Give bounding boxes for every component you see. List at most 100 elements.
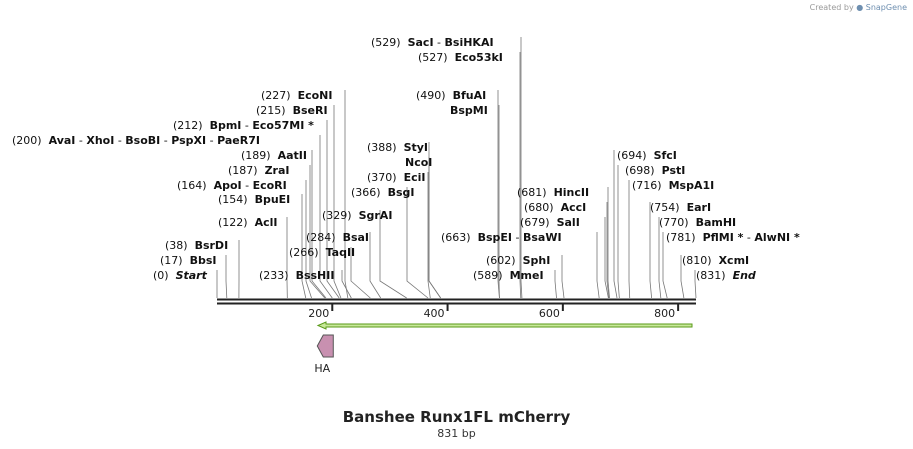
site-label-bbsi[interactable]: (17) BbsI — [160, 254, 216, 267]
site-label-bpmi-eco57mi[interactable]: (212) BpmI - Eco57MI * — [173, 119, 314, 132]
site-label-bseri[interactable]: (215) BseRI — [256, 104, 328, 117]
site-label-bfuai[interactable]: (490) BfuAI — [416, 89, 486, 102]
enzyme-name: BspEI — [478, 231, 512, 244]
site-label-acci[interactable]: (680) AccI — [524, 201, 586, 214]
site-label-bsshii[interactable]: (233) BssHII — [259, 269, 334, 282]
enzyme-name: StyI — [404, 141, 428, 154]
site-position: (266) — [289, 246, 326, 259]
site-position: (490) — [416, 89, 453, 102]
site-label-econi[interactable]: (227) EcoNI — [261, 89, 332, 102]
site-label-bspei-bsawi[interactable]: (663) BspEI - BsaWI — [441, 231, 562, 244]
enzyme-name: BsaI — [343, 231, 369, 244]
enzyme-name: ZraI — [265, 164, 290, 177]
site-separator: - — [743, 231, 754, 244]
site-label-apoi-ecori[interactable]: (164) ApoI - EcoRI — [177, 179, 287, 192]
enzyme-name: XcmI — [719, 254, 750, 267]
enzyme-name: AccI — [561, 201, 587, 214]
site-label-bpuei[interactable]: (154) BpuEI — [218, 193, 290, 206]
site-position: (366) — [351, 186, 388, 199]
enzyme-name: ApoI — [214, 179, 242, 192]
enzyme-name: AatII — [278, 149, 307, 162]
site-label-sphi[interactable]: (602) SphI — [486, 254, 550, 267]
cut-line-zrai — [309, 165, 326, 299]
site-position: (227) — [261, 89, 298, 102]
site-separator: - — [75, 134, 86, 147]
site-position: (212) — [173, 119, 210, 132]
site-label-bsrdi[interactable]: (38) BsrDI — [165, 239, 228, 252]
site-label-psti[interactable]: (698) PstI — [625, 164, 685, 177]
site-label-sgrai[interactable]: (329) SgrAI — [322, 209, 392, 222]
enzyme-name: BsiHKAI — [445, 36, 494, 49]
cut-line-eari — [649, 202, 653, 299]
plasmid-length: 831 bp — [437, 427, 476, 440]
cut-line-bspei-bsawi — [596, 232, 600, 299]
credit-brand: SnapGene — [865, 3, 907, 12]
ruler-label-400: 400 — [424, 307, 445, 320]
ruler-label-800: 800 — [654, 307, 675, 320]
site-position: (233) — [259, 269, 296, 282]
site-label-avai-xhoi-bsobi-pspxi-paer7i[interactable]: (200) AvaI - XhoI - BsoBI - PspXI - PaeR… — [12, 134, 260, 147]
cut-line-ncoi — [428, 157, 441, 299]
site-label-eco53ki[interactable]: (527) Eco53kI — [418, 51, 503, 64]
site-label-eari[interactable]: (754) EarI — [650, 201, 711, 214]
site-label-bspmi[interactable]: BspMI — [450, 104, 488, 117]
enzyme-name: SfcI — [654, 149, 677, 162]
site-label-taqii[interactable]: (266) TaqII — [289, 246, 355, 259]
site-label-saci-bsihkai[interactable]: (529) SacI - BsiHKAI — [371, 36, 494, 49]
site-label-bsgi[interactable]: (366) BsgI — [351, 186, 414, 199]
site-position: (370) — [367, 171, 404, 184]
enzyme-name: PaeR7I — [217, 134, 260, 147]
site-position: (329) — [322, 209, 359, 222]
site-label-aatii[interactable]: (189) AatII — [241, 149, 307, 162]
site-label-pflmi-alwni[interactable]: (781) PflMI * - AlwNI * — [666, 231, 800, 244]
site-label-mmei[interactable]: (589) MmeI — [473, 269, 544, 282]
site-label-mspa1i[interactable]: (716) MspA1I — [632, 179, 714, 192]
site-label-ecii[interactable]: (370) EciI — [367, 171, 425, 184]
site-position: (694) — [617, 149, 654, 162]
site-position: (388) — [367, 141, 404, 154]
cut-line-xcmi — [680, 255, 685, 299]
site-position: (122) — [218, 216, 255, 229]
site-label-sali[interactable]: (679) SalI — [520, 216, 580, 229]
enzyme-name: Eco53kI — [455, 51, 503, 64]
plasmid-name: Banshee Runx1FL mCherry — [342, 408, 571, 426]
site-label-hincii[interactable]: (681) HincII — [517, 186, 589, 199]
site-separator: - — [434, 36, 445, 49]
ha-tag-arrow[interactable] — [316, 334, 334, 358]
enzyme-name: BamHI — [696, 216, 737, 229]
cut-line-mspa1i — [628, 180, 631, 299]
cut-line-ecii — [427, 172, 431, 299]
enzyme-name: End — [733, 269, 756, 282]
site-position: (154) — [218, 193, 255, 206]
enzyme-name: AlwNI * — [754, 231, 800, 244]
cut-line-bsshii — [341, 270, 352, 299]
enzyme-name: BbsI — [190, 254, 217, 267]
cut-line-bbsi — [225, 255, 228, 299]
site-label-bamhi[interactable]: (770) BamHI — [659, 216, 736, 229]
site-label-bsai[interactable]: (284) BsaI — [306, 231, 369, 244]
site-separator: - — [160, 134, 171, 147]
site-label-styi[interactable]: (388) StyI — [367, 141, 428, 154]
site-label-end[interactable]: (831) End — [696, 269, 756, 282]
enzyme-name: BseRI — [293, 104, 328, 117]
site-separator: - — [242, 179, 253, 192]
site-position: (38) — [165, 239, 195, 252]
site-label-acli[interactable]: (122) AclI — [218, 216, 277, 229]
site-position: (189) — [241, 149, 278, 162]
ruler-label-600: 600 — [539, 307, 560, 320]
enzyme-name: Eco57MI * — [252, 119, 314, 132]
site-position: (754) — [650, 201, 687, 214]
site-label-xcmi[interactable]: (810) XcmI — [682, 254, 749, 267]
site-position: (679) — [520, 216, 557, 229]
enzyme-name: BspMI — [450, 104, 488, 117]
site-label-ncoi[interactable]: NcoI — [405, 156, 432, 169]
orf-arrow[interactable] — [316, 321, 693, 330]
cut-line-sgrai — [379, 210, 407, 299]
enzyme-name: SgrAI — [359, 209, 393, 222]
site-position: (284) — [306, 231, 343, 244]
site-label-zrai[interactable]: (187) ZraI — [228, 164, 290, 177]
site-label-start[interactable]: (0) Start — [153, 269, 208, 282]
site-label-sfci[interactable]: (694) SfcI — [617, 149, 677, 162]
enzyme-name: BpmI — [210, 119, 242, 132]
cut-line-bsai — [369, 232, 382, 299]
